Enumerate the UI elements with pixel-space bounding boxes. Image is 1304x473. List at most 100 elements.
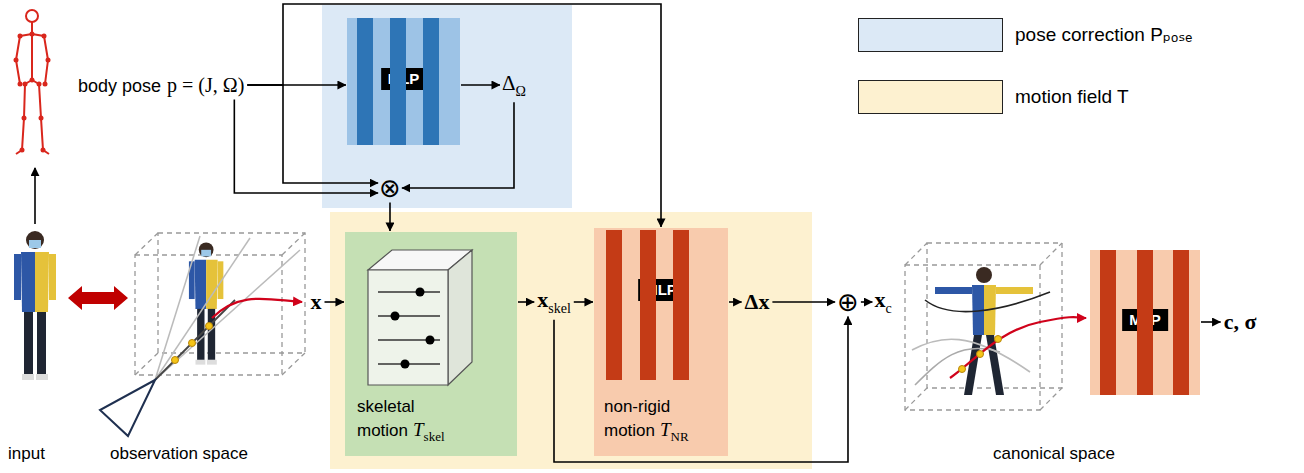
subscript: skel	[424, 429, 445, 444]
flow-arrow	[554, 317, 848, 463]
slider-knob	[391, 288, 435, 369]
skeleton-joint	[20, 148, 25, 153]
ray-curve	[912, 292, 1050, 385]
observation-cube	[135, 353, 158, 375]
skeleton-joint	[41, 148, 46, 153]
add-operator: ⊕	[837, 289, 859, 316]
canonical-cube	[905, 243, 1062, 410]
observation-cube	[135, 233, 305, 375]
sample-point	[977, 351, 984, 358]
text-group: ⊕	[837, 289, 859, 316]
math-symbol: T	[660, 419, 671, 440]
canonical-person	[935, 287, 972, 294]
legend-text: motion field T	[1015, 86, 1129, 107]
flow-arrow	[247, 4, 661, 227]
sample-point	[959, 366, 966, 373]
slider-knob	[391, 312, 400, 321]
slider-knob	[426, 336, 435, 345]
flow-arrow	[1201, 321, 1221, 323]
text-group: Δx	[745, 288, 770, 316]
math-expression: p = (J, Ω)	[167, 74, 244, 96]
sample-point	[172, 357, 179, 364]
skeleton-figure	[16, 10, 49, 154]
text-group: ⊗	[379, 175, 401, 202]
text-group: non-rigid motionTNR	[604, 396, 704, 446]
flow-arrow	[518, 301, 534, 303]
mlp-bars	[640, 230, 656, 380]
flow-arrow	[389, 203, 391, 232]
flow-arrow	[325, 301, 345, 303]
sample-point	[172, 323, 213, 364]
skeleton-joint	[37, 82, 42, 87]
flow-arrow	[729, 301, 742, 303]
canonical-cube	[905, 243, 927, 265]
volume-cube	[448, 250, 472, 385]
camera-frustum	[100, 380, 155, 436]
canonical-person	[935, 267, 1033, 395]
math-symbol: Δx	[745, 289, 770, 314]
camera-ray	[155, 238, 250, 380]
observation-cube	[282, 233, 305, 255]
canonical-cube	[1040, 388, 1062, 410]
sample-point	[189, 340, 196, 347]
subscript: NR	[671, 429, 689, 444]
skeleton-joint	[14, 58, 19, 63]
mlp-bars	[1137, 250, 1153, 395]
offset-variable: Δx	[745, 288, 770, 316]
legend-label: pose correction Pₚₒₛₑ	[1015, 18, 1192, 52]
skeleton-joint	[42, 34, 47, 39]
double-arrow	[68, 286, 128, 310]
ray-curve	[915, 348, 1000, 385]
multiply-operator: ⊗	[379, 175, 401, 202]
skeleton-joint	[46, 58, 51, 63]
slider-knob	[416, 288, 425, 297]
volume-cube	[368, 270, 448, 385]
space-label: canonical space	[993, 444, 1115, 464]
observation-cube	[135, 233, 158, 255]
math-symbol: T	[413, 419, 424, 440]
skeleton-figure	[26, 10, 38, 22]
flow-arrow	[772, 301, 835, 303]
volume-cube	[368, 250, 472, 385]
slider-line	[378, 291, 440, 293]
legend-swatch	[858, 80, 1003, 114]
legend-swatch	[858, 18, 1003, 52]
mlp-bars	[673, 230, 689, 380]
canonical-person	[986, 335, 1004, 395]
math-symbol: x	[537, 287, 548, 312]
space-label-text: canonical space	[993, 444, 1115, 463]
point-variable: xc	[874, 286, 891, 318]
observation-cube	[282, 353, 305, 375]
skeleton-joint	[30, 78, 35, 83]
canonical-person	[976, 267, 992, 283]
module-name: skeletal motion	[357, 397, 415, 440]
skeleton-joint	[39, 116, 44, 121]
ray-curve	[912, 339, 1030, 372]
legend-text: pose correction Pₚₒₛₑ	[1015, 24, 1192, 45]
text-group: body posep = (J, Ω)	[78, 73, 244, 98]
skeleton-joint	[14, 32, 51, 153]
skeleton-figure	[39, 84, 49, 154]
mlp-bars	[1173, 250, 1189, 395]
text-group: skeletal motionTskel	[357, 396, 457, 446]
point-trajectory	[212, 299, 302, 318]
mlp-bars	[357, 18, 439, 145]
point-variable: x	[311, 288, 322, 316]
math-symbol: x	[311, 289, 322, 314]
camera-ray	[155, 236, 200, 380]
operator-symbol: ⊗	[379, 173, 401, 203]
mlp-bars	[606, 230, 622, 380]
mlp-bars	[423, 18, 439, 145]
camera-ray	[155, 250, 300, 380]
subscript: c	[885, 301, 891, 316]
point-variable: xskel	[537, 286, 571, 318]
canonical-person	[996, 287, 1033, 294]
output-variable: c, σ	[1224, 308, 1257, 336]
input-text: body posep = (J, Ω)	[78, 73, 244, 98]
text-group: x	[311, 288, 322, 316]
observation-cube	[158, 233, 305, 353]
skeleton-joint	[22, 116, 27, 121]
camera-ray	[155, 236, 300, 380]
flow-arrow	[402, 102, 514, 188]
